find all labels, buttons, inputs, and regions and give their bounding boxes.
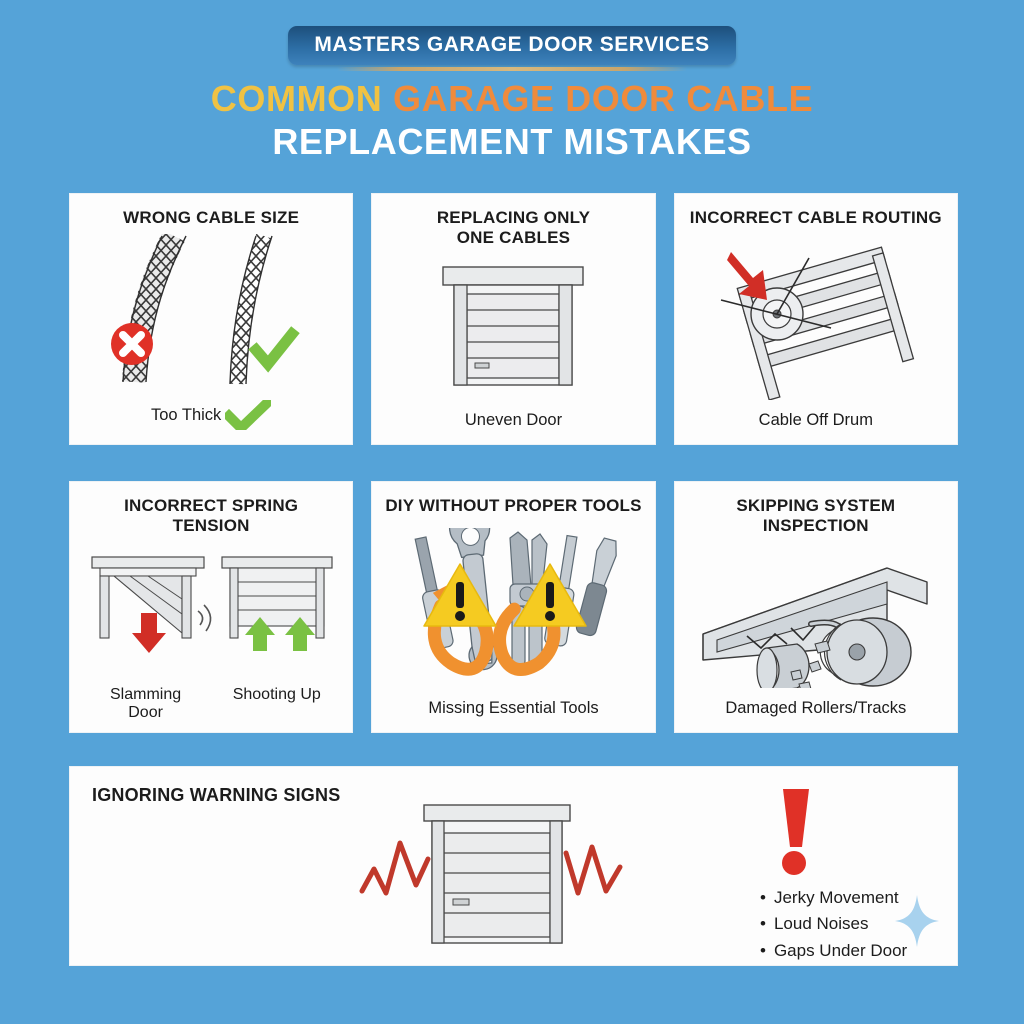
title-word-subject: GARAGE DOOR CABLE [392, 78, 814, 119]
two-braided-cables-icon [111, 234, 300, 385]
garage-door-with-red-zigzag-icon [359, 804, 623, 944]
card-title: REPLACING ONLY ONE CABLES [437, 208, 590, 248]
card-illustration [382, 516, 644, 699]
card-incorrect-cable-routing[interactable]: INCORRECT CABLE ROUTING [673, 193, 958, 445]
banner-ignoring-warning-signs[interactable]: IGNORING WARNING SIGNS Jerky Movement [69, 766, 958, 966]
card-incorrect-spring-tension[interactable]: INCORRECT SPRING TENSION [69, 481, 354, 733]
card-title-line-1: SKIPPING SYSTEM [736, 496, 896, 515]
card-title-line-1: REPLACING ONLY [436, 208, 591, 227]
card-title: INCORRECT SPRING TENSION [124, 496, 298, 536]
warning-triangle-icon [513, 562, 588, 627]
header: MASTERS GARAGE DOOR SERVICES [0, 26, 1024, 71]
card-replacing-only-one-cable[interactable]: REPLACING ONLY ONE CABLES Uneven Door [371, 193, 656, 445]
list-item: Gaps Under Door [760, 938, 907, 964]
banner-illustration [320, 781, 650, 966]
card-caption-left: Slamming Door [85, 686, 206, 722]
card-caption: Uneven Door [464, 411, 563, 429]
red-exclamation-icon [782, 789, 809, 875]
green-check-icon [225, 400, 272, 430]
green-up-arrow-icon [245, 617, 276, 652]
card-caption: Damaged Rollers/Tracks [725, 699, 907, 717]
title-line-2: REPLACEMENT MISTAKES [272, 121, 752, 163]
card-illustration [685, 228, 947, 411]
card-wrong-cable-size[interactable]: WRONG CABLE SIZE [69, 193, 354, 445]
badge-underline [337, 67, 687, 71]
two-garage-doors-springs-icon [91, 556, 333, 654]
card-title-line-2: INSPECTION [762, 516, 869, 536]
brand-badge: MASTERS GARAGE DOOR SERVICES [288, 26, 736, 65]
title-line-1: COMMON GARAGE DOOR CABLE [0, 80, 1024, 117]
card-illustration [80, 536, 342, 686]
card-illustration [382, 248, 644, 411]
cable-drum-assembly-icon [720, 245, 915, 400]
red-x-icon [111, 323, 154, 366]
card-illustration [685, 536, 947, 699]
card-title: SKIPPING SYSTEM INSPECTION [736, 496, 895, 536]
list-item: Loud Noises [760, 911, 907, 937]
card-caption: Missing Essential Tools [428, 699, 599, 717]
card-title-line-2: TENSION [172, 516, 250, 536]
card-caption: Cable Off Drum [758, 411, 873, 429]
card-title-line-1: INCORRECT SPRING [124, 496, 299, 515]
red-arrow-icon [726, 251, 767, 300]
card-skipping-system-inspection[interactable]: SKIPPING SYSTEM INSPECTION [673, 481, 958, 733]
broken-track-and-roller-icon [702, 566, 928, 688]
card-captions: Slamming Door Shooting Up [80, 686, 342, 722]
list-item: Jerky Movement [760, 885, 907, 911]
card-caption-right: Shooting Up [232, 686, 321, 704]
card-title: WRONG CABLE SIZE [123, 208, 300, 227]
garage-door-uneven-icon [442, 266, 585, 386]
banner-title: IGNORING WARNING SIGNS [92, 785, 341, 805]
caption-left-line-2: Door [128, 704, 163, 722]
tools-with-warning-triangles-icon [414, 527, 618, 676]
card-title-line-2: ONE CABLES [456, 228, 571, 248]
green-up-arrow-icon [285, 617, 316, 652]
green-check-icon [248, 326, 300, 373]
banner-warning-list: Jerky Movement Loud Noises Gaps Under Do… [760, 787, 907, 964]
card-caption: Too Thick [151, 405, 222, 424]
card-illustration [80, 228, 342, 400]
title-word-common: COMMON [210, 78, 383, 119]
red-down-arrow-icon [132, 613, 167, 654]
card-diy-without-proper-tools[interactable]: DIY WITHOUT PROPER TOOLS [371, 481, 656, 733]
mistakes-grid: WRONG CABLE SIZE [69, 193, 958, 733]
card-title: INCORRECT CABLE ROUTING [689, 208, 942, 227]
warning-signs-list: Jerky Movement Loud Noises Gaps Under Do… [760, 885, 907, 964]
warning-triangle-icon [423, 562, 498, 627]
sparkle-icon [895, 895, 939, 947]
caption-left-line-1: Slamming [110, 686, 182, 704]
page-title: COMMON GARAGE DOOR CABLE REPLACEMENT MIS… [0, 80, 1024, 161]
card-title: DIY WITHOUT PROPER TOOLS [385, 496, 642, 515]
